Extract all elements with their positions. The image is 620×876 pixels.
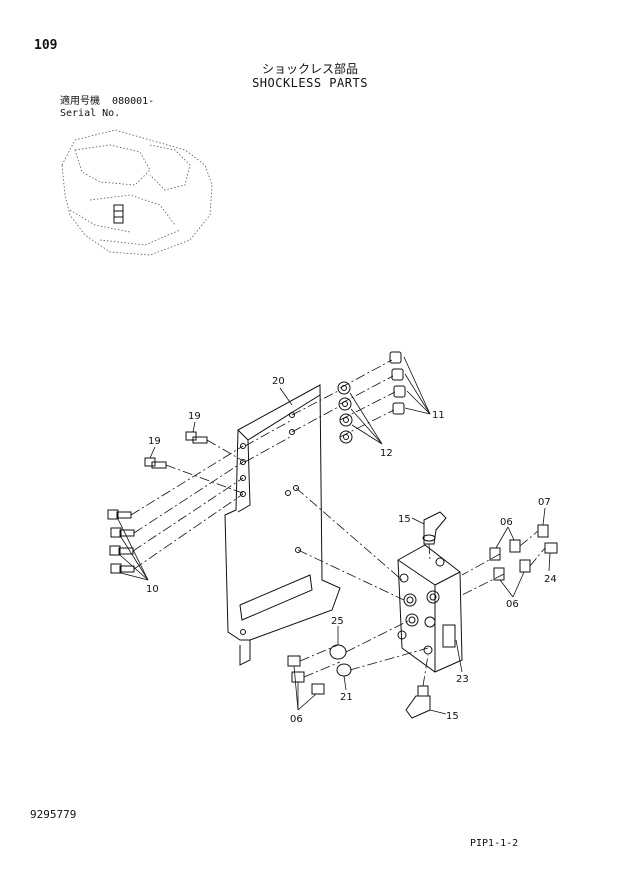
bolt-19-upper xyxy=(185,431,208,444)
callout-06-bottom: 06 xyxy=(290,714,303,725)
callout-24: 24 xyxy=(544,574,557,585)
bracket xyxy=(224,384,341,666)
callout-06-upper: 06 xyxy=(500,517,513,528)
location-marker-icon xyxy=(113,204,124,224)
assembly-lines xyxy=(130,359,546,687)
elbow-15-lower xyxy=(405,685,431,719)
serial-label-jp: 適用号機 xyxy=(60,96,100,107)
title-english: SHOCKLESS PARTS xyxy=(252,76,368,90)
fittings-bottom xyxy=(287,644,352,695)
washers-12 xyxy=(337,381,353,444)
fittings-right xyxy=(489,524,558,581)
callouts: 20 19 19 11 12 10 15 07 06 24 06 25 23 2… xyxy=(146,376,557,725)
callout-19-lower: 19 xyxy=(148,436,161,447)
nuts-11 xyxy=(389,351,406,415)
machine-silhouette xyxy=(61,129,213,256)
callout-25: 25 xyxy=(331,616,344,627)
callout-23: 23 xyxy=(456,674,469,685)
title-japanese: ショックレス部品 xyxy=(261,62,358,76)
callout-07: 07 xyxy=(538,497,551,508)
leader-lines xyxy=(117,356,551,715)
serial-value: 080001- xyxy=(112,96,155,107)
callout-15-lower: 15 xyxy=(446,711,459,722)
callout-11: 11 xyxy=(432,410,445,421)
drawing-part-number: 9295779 xyxy=(30,808,77,821)
callout-12: 12 xyxy=(380,448,393,459)
bolt-19-lower xyxy=(144,457,167,469)
callout-15-upper: 15 xyxy=(398,514,411,525)
serial-block: 適用号機 080001- Serial No. xyxy=(60,96,154,120)
elbow-15-upper xyxy=(422,511,447,545)
page-number: 109 xyxy=(34,38,58,53)
serial-label-en: Serial No. xyxy=(60,108,121,119)
page-code: PIP1-1-2 xyxy=(470,838,519,849)
callout-19-upper: 19 xyxy=(188,411,201,422)
callout-20: 20 xyxy=(272,376,285,387)
callout-10: 10 xyxy=(146,584,159,595)
callout-06-right: 06 xyxy=(506,599,519,610)
valve-block xyxy=(397,544,463,673)
callout-21: 21 xyxy=(340,692,353,703)
